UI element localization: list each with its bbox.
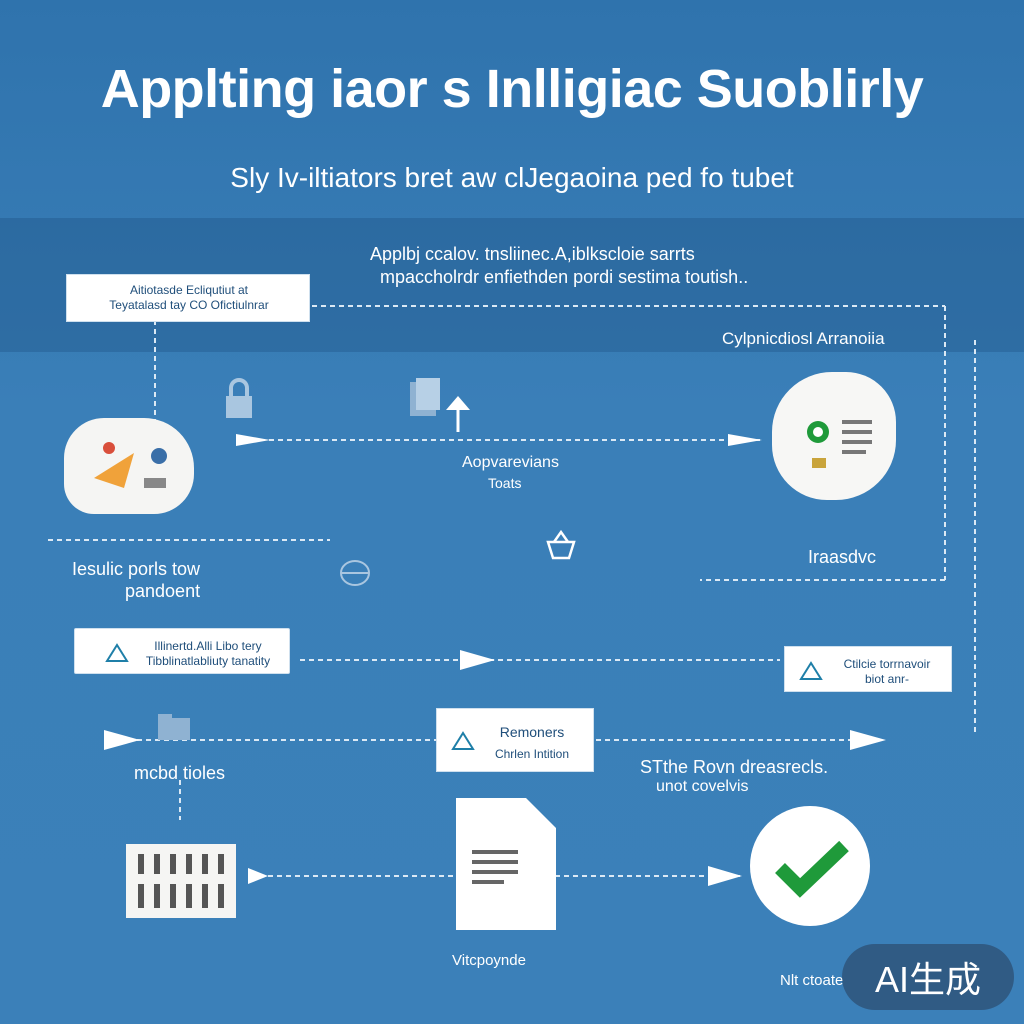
info-box-top-left-line1: Aitiotasde Ecliqutiut at [129,283,249,297]
info-box-mid-left: Illinertd.Alli Libo tery Tibblinatlabliu… [74,628,290,674]
info-box-mid-right-line1: Ctilcie torrnavoir [843,657,931,671]
info-box-top-left-line2: Teyatalasd tay CO Ofictiulnrar [109,298,269,312]
lock-icon [222,378,256,420]
globe-icon [338,558,372,588]
info-box-center-line2: Chrlen Intition [494,747,570,761]
info-box-top-left: Aitiotasde Ecliqutiut at Teyatalasd tay … [66,274,310,322]
info-box-mid-left-line1: Illinertd.Alli Libo tery [154,639,262,653]
analysis-blob-icon [772,372,896,500]
idea-cloud-art [94,442,167,488]
triangle-icon [451,731,475,750]
idea-cloud-icon [64,418,194,514]
label-left-mid2: pandoent [125,581,201,601]
triangle-icon [105,643,129,662]
calendar-grid-icon [126,844,236,918]
checkmark-circle-icon [750,806,870,926]
info-box-mid-left-line2: Tibblinatlabliuty tanatity [145,654,271,668]
label-left-bottom: mcbd tioles [134,763,226,783]
label-right-bottom2: unot covelvis [656,778,749,795]
ai-generated-badge: AI生成 [842,944,1014,1010]
label-bottom-right: Nlt ctoate [780,972,844,989]
triangle-icon [799,661,823,680]
label-right-bottom: STthe Rovn dreasrecls. [640,757,829,777]
label-left-mid: Iesulic porls tow [72,559,201,579]
document-icon [456,798,556,930]
info-box-mid-right-line2: biot anr- [864,672,910,686]
band-text-line1: Applbj ccalov. tnsliinec.A,iblkscloie sa… [370,244,695,264]
page-title: Applting iaor s Inlligiac Suoblirly [100,59,924,119]
label-right-mid: Iraasdvc [808,547,877,567]
band-text-line2: mpaccholrdr enfiethden pordi sestima tou… [380,267,749,287]
info-box-center-line1: Remoners [499,724,565,740]
label-right-top: Cylpnicdiosl Arranoiia [722,329,885,348]
analysis-blob-art [807,420,872,468]
info-box-mid-right: Ctilcie torrnavoir biot anr- [784,646,952,692]
basket-icon [544,528,578,562]
info-box-center: Remoners Chrlen Intition [436,708,594,772]
label-bottom-center: Vitcpoynde [452,952,526,969]
page-subtitle: Sly Iv-iltiators bret aw clJegaoina ped … [230,162,794,193]
folder-icon [156,712,192,742]
label-center-mid: Aopvarevians [462,454,559,471]
document-stack-icon [408,378,442,418]
label-center-mid2: Toats [488,475,522,491]
